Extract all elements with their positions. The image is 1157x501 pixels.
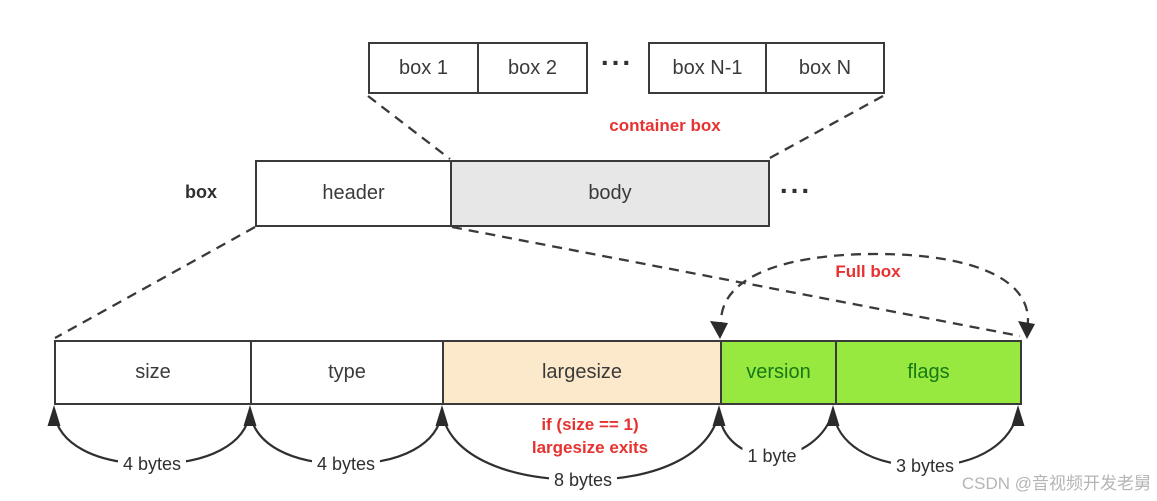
dashed-link-box1-to-body <box>367 95 451 160</box>
up-arrowhead <box>47 405 61 426</box>
largesize-bytes-label: 8 bytes <box>548 469 618 491</box>
dashed-link-header-to-size <box>54 225 256 340</box>
body-box: body <box>450 160 770 227</box>
dashed-link-header-to-flags <box>451 225 1021 338</box>
largesize-field-box: largesize <box>442 340 722 405</box>
type-bytes-label: 4 bytes <box>311 453 381 475</box>
header-box: header <box>255 160 452 227</box>
size-bytes-label: 4 bytes <box>117 453 187 475</box>
top-box-2: box 2 <box>477 42 588 94</box>
size-field-box: size <box>54 340 252 405</box>
up-arrowhead <box>1011 405 1025 426</box>
version-field-box: version <box>720 340 837 405</box>
flags-bytes-label: 3 bytes <box>890 455 960 477</box>
full-box-caption: Full box <box>832 261 904 283</box>
up-arrowhead <box>712 405 726 426</box>
box-row-label: box <box>184 182 218 202</box>
type-field-box: type <box>250 340 444 405</box>
middle-row-ellipsis: ... <box>779 168 813 199</box>
dashed-link-boxN-to-body <box>767 94 884 161</box>
up-arrowhead <box>435 405 449 426</box>
flags-field-box: flags <box>835 340 1022 405</box>
csdn-watermark: CSDN @音视频开发老舅 <box>961 474 1151 493</box>
condition-line-2: largesize exits <box>531 438 649 457</box>
top-box-n: box N <box>765 42 885 94</box>
container-box-caption: container box <box>609 116 721 135</box>
top-box-n-minus-1: box N-1 <box>648 42 767 94</box>
top-box-1: box 1 <box>368 42 479 94</box>
up-arrowhead <box>243 405 257 426</box>
largesize-condition-note: if (size == 1) largesize exits <box>532 413 648 459</box>
full-box-left-arrowhead <box>710 321 728 339</box>
full-box-right-arrowhead <box>1018 321 1035 339</box>
condition-line-1: if (size == 1) <box>541 415 639 434</box>
version-bytes-label: 1 byte <box>742 445 802 467</box>
full-box-ellipse-arc <box>719 252 1029 335</box>
top-row-ellipsis: ... <box>600 40 634 71</box>
up-arrowhead <box>826 405 840 426</box>
